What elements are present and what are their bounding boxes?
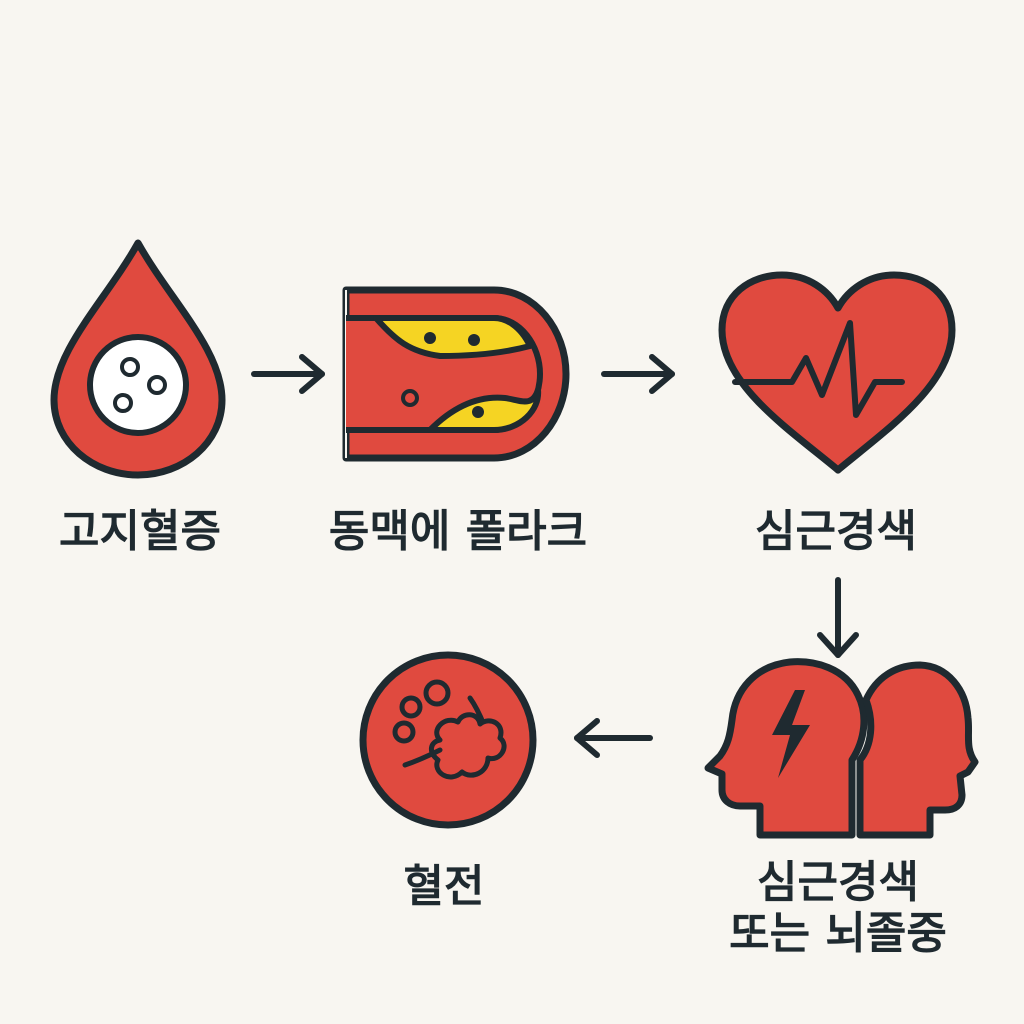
step-label-artery-plaque: 동맥에 폴라크 bbox=[328, 506, 588, 557]
blood-drop-icon bbox=[50, 239, 226, 479]
blood-clot-icon bbox=[359, 651, 537, 829]
heart-ecg-icon bbox=[718, 271, 956, 474]
arrow-right-1 bbox=[251, 354, 325, 394]
artery-plaque-icon bbox=[342, 286, 570, 462]
step-label-mi-or-stroke-line1: 심근경색 bbox=[757, 857, 919, 908]
heads-lightning-icon bbox=[704, 658, 979, 839]
step-label-myocardial-infarction: 심근경색 bbox=[755, 506, 917, 557]
arrow-down bbox=[817, 577, 859, 658]
step-label-mi-or-stroke-line2: 또는 뇌졸중 bbox=[729, 907, 947, 959]
arrow-right-2 bbox=[601, 354, 675, 394]
step-label-hyperlipidemia: 고지혈증 bbox=[59, 506, 221, 557]
step-label-mi-or-stroke: 심근경색 또는 뇌졸중 bbox=[729, 857, 947, 959]
step-label-thrombus: 혈전 bbox=[403, 861, 485, 912]
arrow-left bbox=[574, 718, 653, 758]
